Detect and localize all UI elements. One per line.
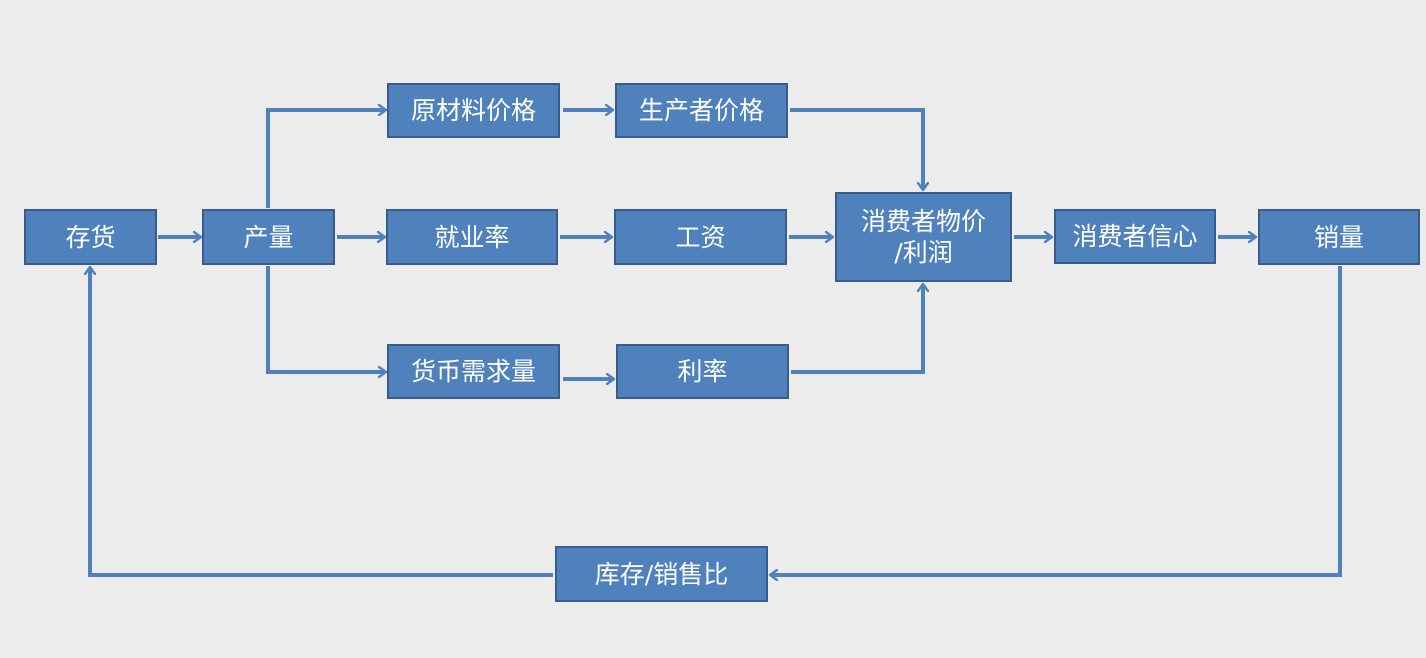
node-xiaofei-wujia-lirun: 消费者物价 /利润: [835, 192, 1012, 282]
edge-kucunbi-cunhuo: [90, 268, 553, 577]
node-cunhuo: 存货: [24, 209, 157, 265]
node-shengchanzhe-jiage: 生产者价格: [615, 83, 788, 138]
node-lilv: 利率: [616, 344, 789, 399]
node-xiaofeizhe-xinxin: 消费者信心: [1054, 209, 1216, 264]
node-gongzi: 工资: [614, 209, 787, 265]
node-yuancailiao-jiage: 原材料价格: [387, 83, 560, 138]
edge-chanliang-yuancailiao: [266, 110, 385, 208]
node-xiaoliang: 销量: [1258, 209, 1420, 265]
edge-xiaoliang-kucunbi: [771, 266, 1342, 575]
node-chanliang: 产量: [202, 209, 335, 265]
node-kucun-xiaoshou-bi: 库存/销售比: [555, 546, 768, 602]
edge-chanliang-huobi: [266, 266, 385, 372]
node-huobi-xuqiu: 货币需求量: [387, 344, 560, 399]
node-jiuyelv: 就业率: [386, 209, 558, 265]
edge-shengchan-xiaofeiwujia: [790, 108, 923, 189]
edge-lilv-xiaofeiwujia: [791, 285, 923, 374]
